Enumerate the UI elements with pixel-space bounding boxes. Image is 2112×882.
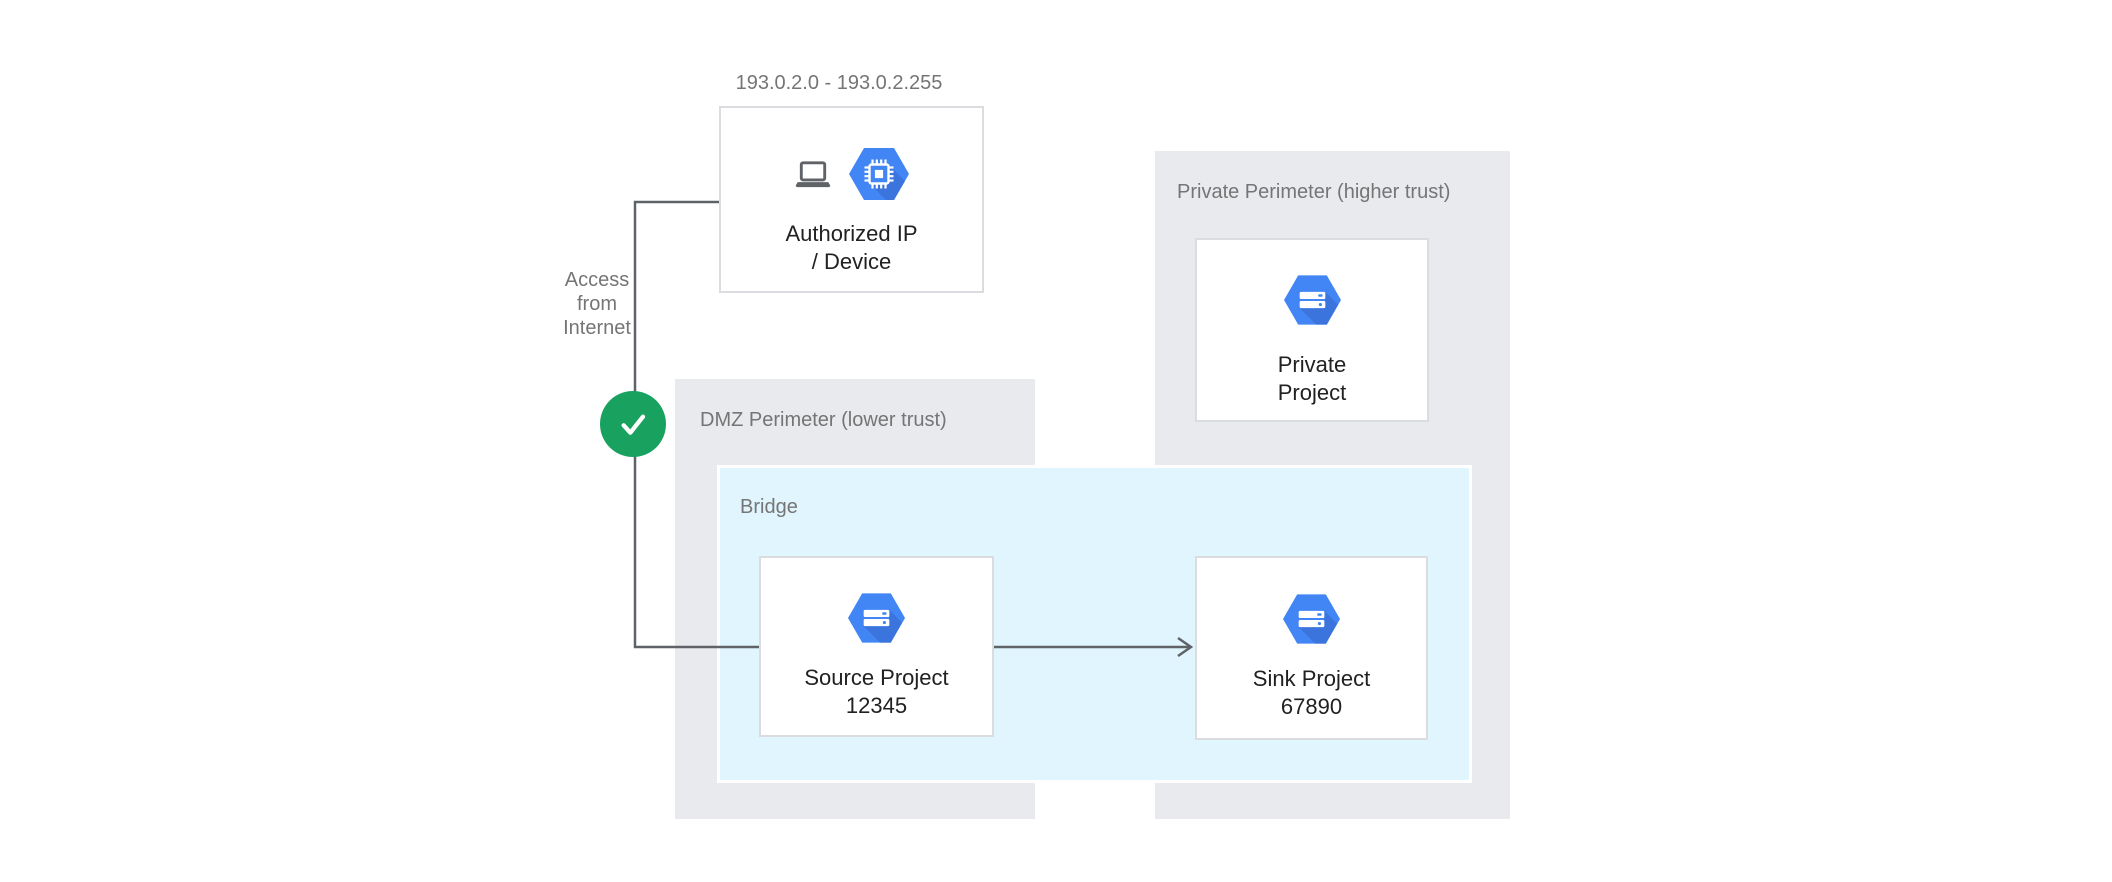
access-from-internet-label: Access from Internet	[542, 268, 652, 340]
access-label-line: Internet	[563, 317, 631, 339]
authorized-node-label: Authorized IP / Device	[785, 220, 917, 276]
laptop-icon	[795, 161, 831, 188]
authorized-node-icons	[795, 148, 909, 200]
sink-project-node: Sink Project 67890	[1195, 556, 1428, 740]
check-icon	[600, 391, 666, 457]
dmz-perimeter-label: DMZ Perimeter (lower trust)	[700, 409, 947, 431]
source-to-sink-arrowhead	[1177, 636, 1194, 658]
storage-hexagon-icon	[848, 593, 905, 643]
node-label-line: Authorized IP	[785, 221, 918, 246]
node-label-line: Source Project	[804, 665, 949, 690]
private-perimeter-label: Private Perimeter (higher trust)	[1177, 181, 1451, 203]
node-label-line: 12345	[845, 693, 908, 718]
private-node-label: Private Project	[1278, 351, 1346, 407]
node-label-line: Sink Project	[1252, 666, 1371, 691]
node-label-line: 67890	[1280, 694, 1343, 719]
node-label-line: Project	[1277, 380, 1347, 405]
source-node-label: Source Project 12345	[804, 664, 948, 720]
private-project-node: Private Project	[1195, 238, 1429, 422]
bridge-label: Bridge	[740, 496, 798, 518]
storage-hexagon-icon	[1284, 275, 1341, 325]
authorized-ip-device-node: Authorized IP / Device	[719, 106, 984, 293]
ip-range-label: 193.0.2.0 - 193.0.2.255	[735, 72, 943, 94]
sink-node-label: Sink Project 67890	[1253, 665, 1370, 721]
chip-hexagon-icon	[849, 148, 909, 200]
node-label-line: Private	[1277, 352, 1347, 377]
checkmark-glyph	[621, 414, 646, 435]
node-label-line: / Device	[811, 249, 892, 274]
access-label-line: Access	[564, 269, 630, 291]
storage-hexagon-icon	[1283, 594, 1340, 644]
access-label-line: from	[577, 293, 617, 315]
source-project-node: Source Project 12345	[759, 556, 994, 737]
